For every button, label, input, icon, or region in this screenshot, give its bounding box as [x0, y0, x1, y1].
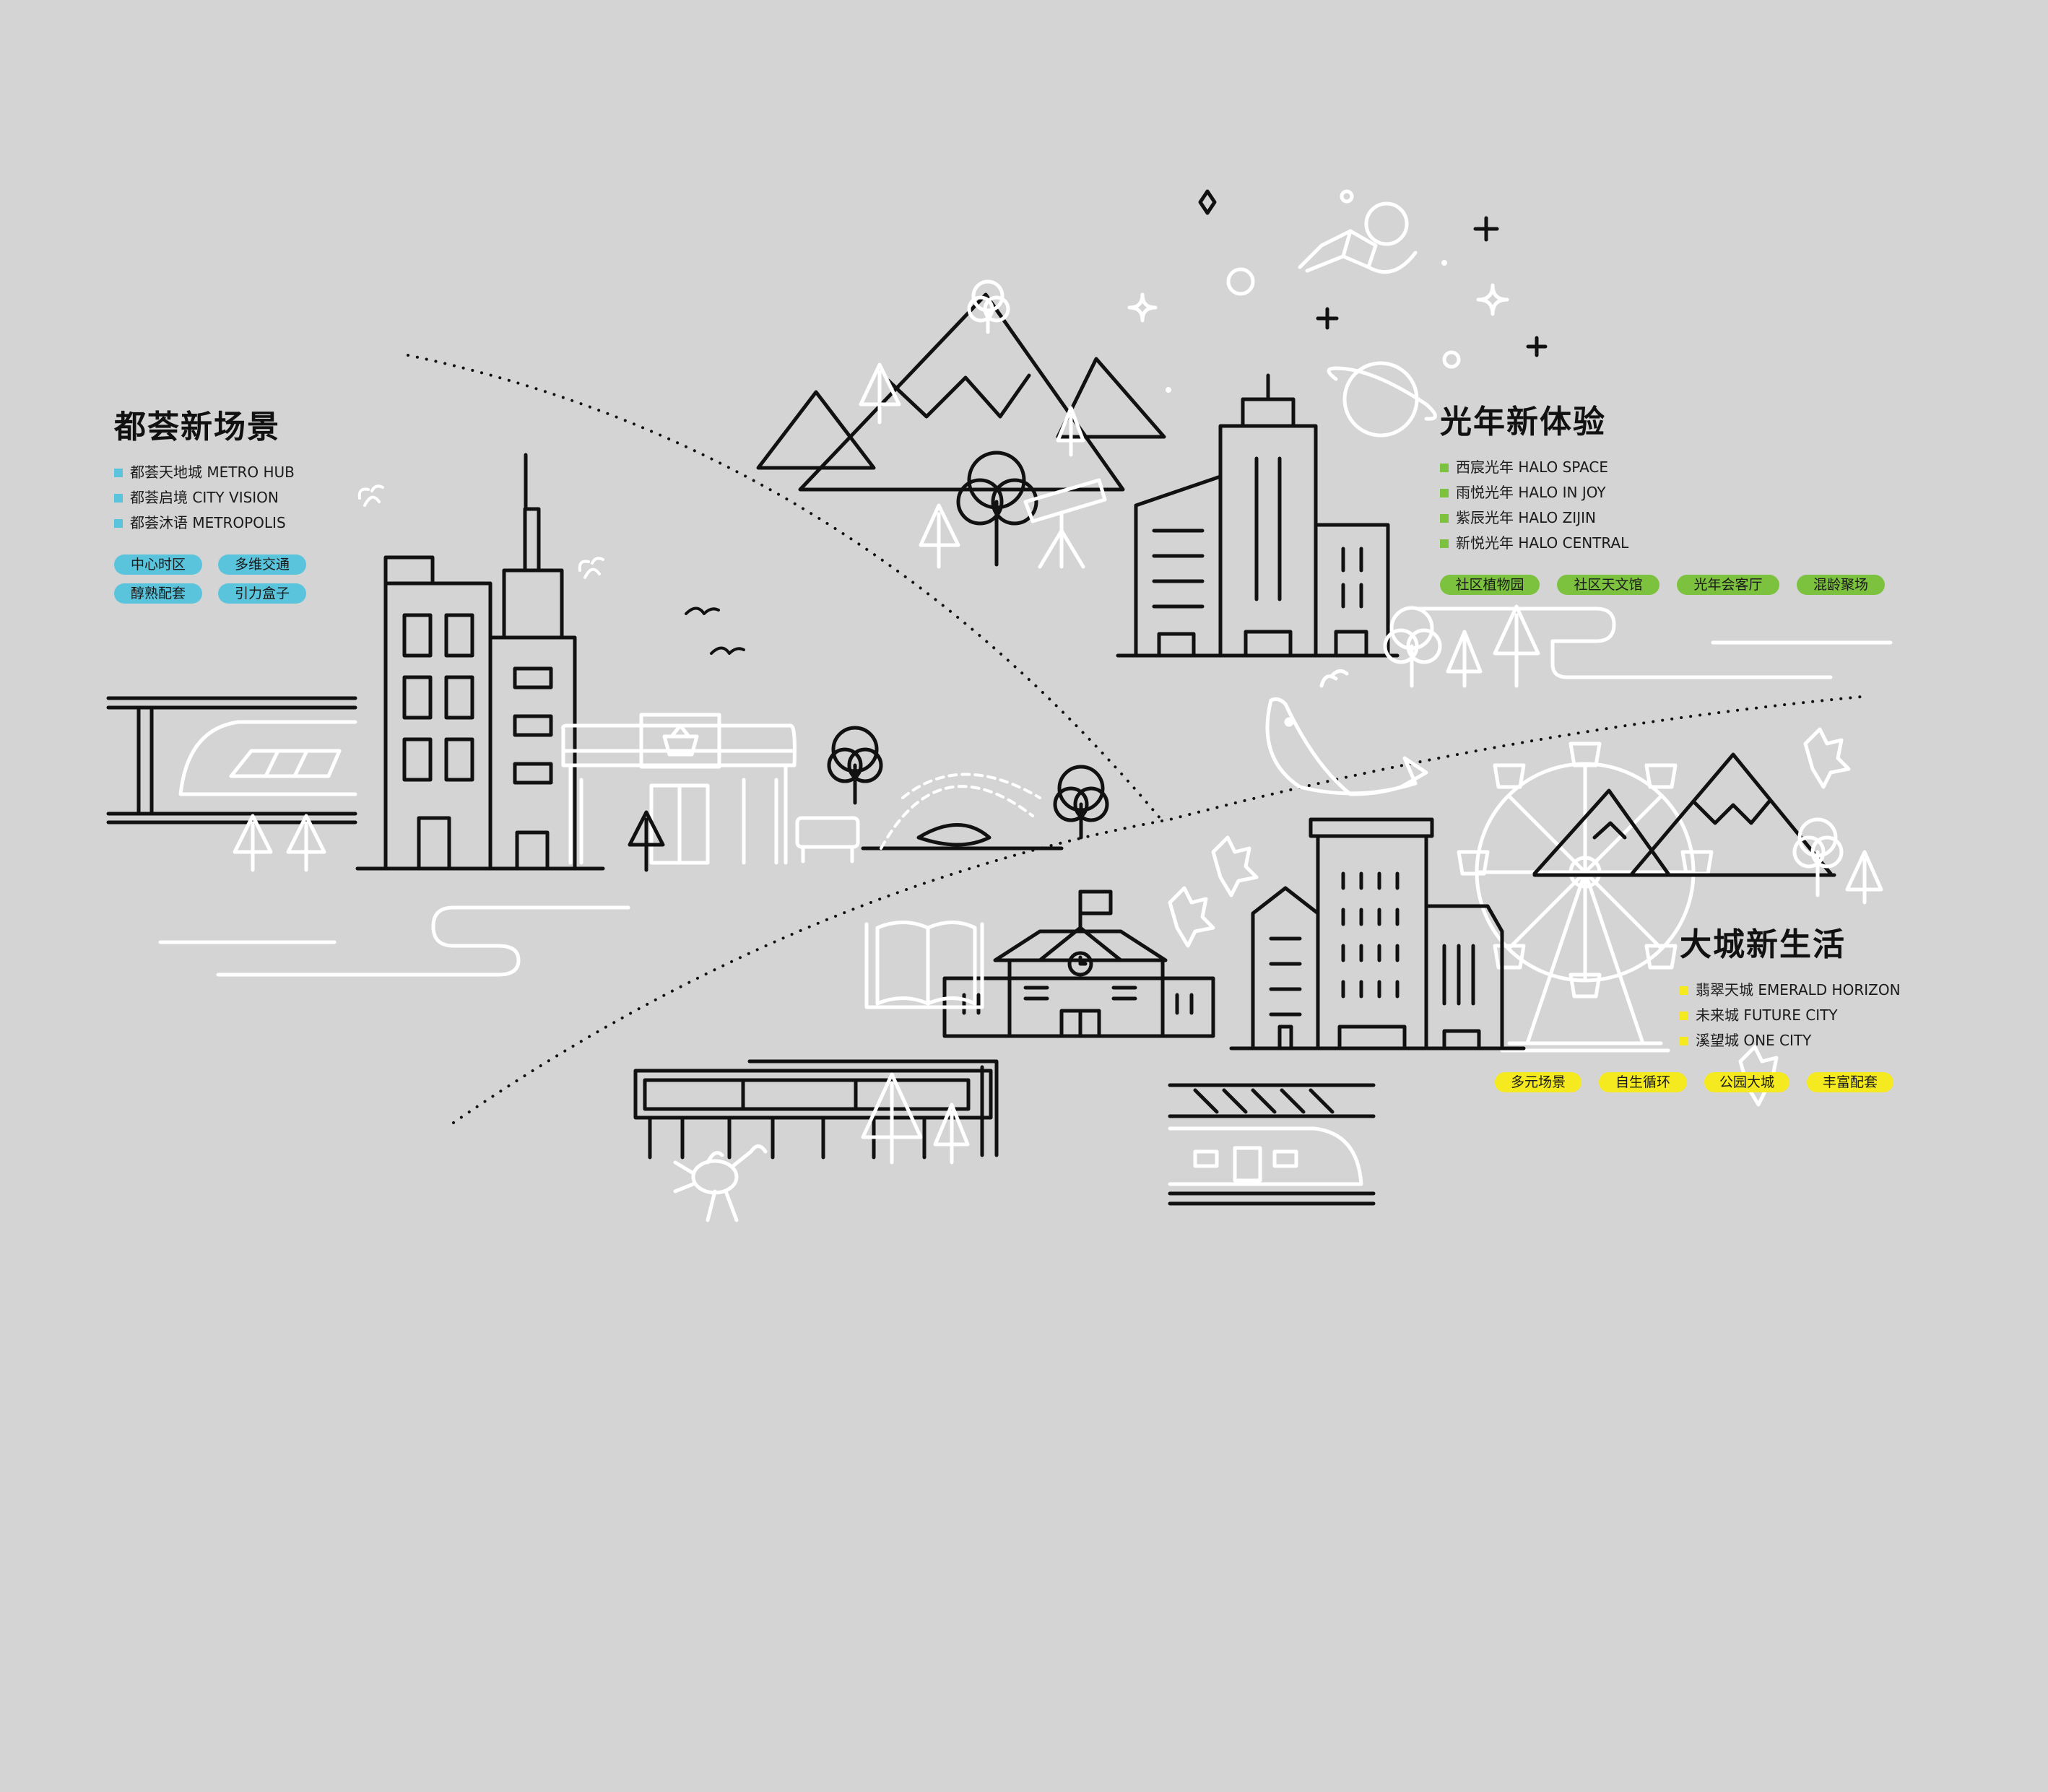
tree-icon [859, 279, 1085, 569]
tag-badge: 引力盒子 [218, 583, 306, 604]
list-item: 都荟沐语 METROPOLIS [114, 510, 306, 536]
tree-icon [628, 726, 1109, 872]
bird-icon [685, 606, 745, 655]
city-title: 大城新生活 [1680, 926, 1846, 963]
bullet-square-icon [114, 518, 123, 528]
list-item: 雨悦光年 HALO IN JOY [1440, 480, 1885, 505]
metro-project-list: 都荟天地城 METRO HUB 都荟启境 CITY VISION 都荟沐语 ME… [114, 460, 306, 536]
planet-icon [1327, 361, 1437, 438]
halo-section: 光年新体验 西宸光年 HALO SPACE 雨悦光年 HALO IN JOY 紫… [1440, 396, 1885, 595]
city-tags: 多元场景 自生循环 公园大城 丰富配套 [1495, 1072, 1901, 1092]
tag-badge: 公园大城 [1704, 1072, 1789, 1092]
train-icon [106, 696, 357, 825]
list-item: 溪望城 ONE CITY [1680, 1028, 1901, 1053]
tag-badge: 丰富配套 [1807, 1072, 1893, 1092]
book-icon [864, 921, 984, 1009]
astronaut-icon [1298, 189, 1418, 274]
city-section: 大城新生活 翡翠天城 EMERALD HORIZON 未来城 FUTURE CI… [1495, 918, 1901, 1092]
metro-title: 都荟新场景 [114, 409, 280, 445]
telescope-icon [1023, 478, 1107, 569]
metro-tags: 中心时区 多维交通 醇熟配套 引力盒子 [114, 554, 306, 604]
bench-icon [795, 816, 860, 864]
bullet-square-icon [1440, 539, 1449, 548]
halo-tags: 社区植物园 社区天文馆 光年会客厅 混龄聚场 [1440, 575, 1885, 595]
dotted-divider-upper [407, 354, 1166, 825]
building-icon [1229, 817, 1526, 1051]
list-item: 西宸光年 HALO SPACE [1440, 455, 1885, 480]
bullet-square-icon [1680, 986, 1688, 995]
tag-badge: 混龄聚场 [1797, 575, 1885, 595]
bullet-square-icon [1440, 463, 1449, 472]
tree-icon [956, 451, 1038, 567]
list-item: 都荟天地城 METRO HUB [114, 460, 306, 485]
tree-icon [861, 1072, 970, 1165]
tag-badge: 多维交通 [218, 554, 306, 575]
metro-section: 都荟新场景 都荟天地城 METRO HUB 都荟启境 CITY VISION 都… [114, 401, 306, 604]
tag-badge: 醇熟配套 [114, 583, 202, 604]
tag-badge: 中心时区 [114, 554, 202, 575]
city-project-list: 翡翠天城 EMERALD HORIZON 未来城 FUTURE CITY 溪望城… [1680, 978, 1901, 1053]
platform-icon [633, 1059, 999, 1160]
tree-icon [233, 814, 326, 872]
tag-badge: 社区植物园 [1440, 575, 1540, 595]
building-icon [1116, 373, 1400, 658]
list-item: 翡翠天城 EMERALD HORIZON [1680, 978, 1901, 1003]
tag-badge: 光年会客厅 [1677, 575, 1779, 595]
whale-icon [1265, 669, 1428, 796]
bullet-square-icon [1680, 1036, 1688, 1045]
list-item: 新悦光年 HALO CENTRAL [1440, 531, 1885, 556]
bullet-square-icon [1680, 1011, 1688, 1020]
bullet-square-icon [114, 468, 123, 477]
list-item: 未来城 FUTURE CITY [1680, 1003, 1901, 1028]
building-icon [355, 453, 605, 871]
halo-title: 光年新体验 [1440, 404, 1606, 440]
bullet-square-icon [1440, 513, 1449, 523]
bullet-square-icon [1440, 488, 1449, 497]
dotted-divider-lower [452, 695, 1863, 1124]
bullet-square-icon [114, 493, 123, 503]
ferris-wheel-icon [1457, 741, 1714, 1053]
leaf-icon [1168, 727, 1851, 1107]
mountain-icon [756, 292, 1166, 492]
tag-badge: 多元场景 [1495, 1072, 1581, 1092]
list-item: 都荟启境 CITY VISION [114, 485, 306, 510]
stadium-icon [861, 773, 1064, 851]
tag-badge: 社区天文馆 [1557, 575, 1659, 595]
shop-icon [561, 713, 797, 865]
crab-icon [673, 1144, 768, 1222]
tag-badge: 自生循环 [1599, 1072, 1687, 1092]
river-icon [158, 905, 630, 977]
halo-project-list: 西宸光年 HALO SPACE 雨悦光年 HALO IN JOY 紫辰光年 HA… [1440, 455, 1885, 556]
tree-icon [1383, 604, 1540, 688]
train-icon [1168, 1083, 1376, 1206]
star-icon [1127, 189, 1548, 393]
sparkle-icon [357, 484, 604, 579]
list-item: 紫辰光年 HALO ZIJIN [1440, 505, 1885, 531]
cloud-stream-icon [1417, 606, 1893, 679]
tree-icon [1792, 817, 1883, 905]
